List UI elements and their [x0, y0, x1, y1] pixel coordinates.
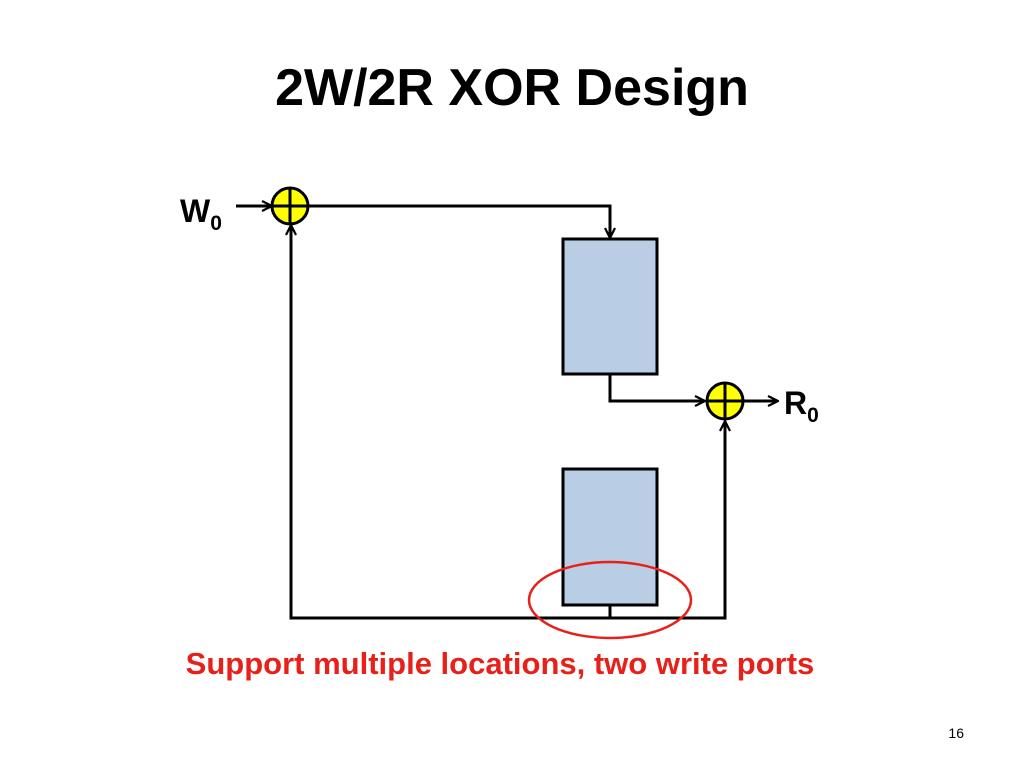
slide-title: 2W/2R XOR Design	[275, 59, 749, 117]
write-port-subscript: 0	[210, 212, 222, 235]
write-port-label: W0	[180, 193, 222, 235]
memory-bank-bottom	[561, 467, 659, 607]
read-port-letter: R	[784, 385, 807, 421]
write-port-letter: W	[180, 193, 211, 229]
xor-gate-read	[705, 381, 745, 421]
slide-caption: Support multiple locations, two write po…	[185, 646, 815, 681]
xor-gate-write	[270, 186, 310, 226]
feedback-loop-line	[291, 226, 612, 620]
page-number: 16	[948, 725, 964, 741]
memory-top-to-read-xor-line	[608, 374, 704, 401]
read-port-label: R0	[784, 385, 819, 427]
read-port-subscript: 0	[807, 404, 819, 427]
memory-bottom-to-read-xor-line	[610, 422, 725, 620]
highlight-ellipse	[527, 560, 693, 640]
memory-bank-top	[561, 237, 659, 376]
xor-to-memory-top-line	[309, 204, 610, 237]
